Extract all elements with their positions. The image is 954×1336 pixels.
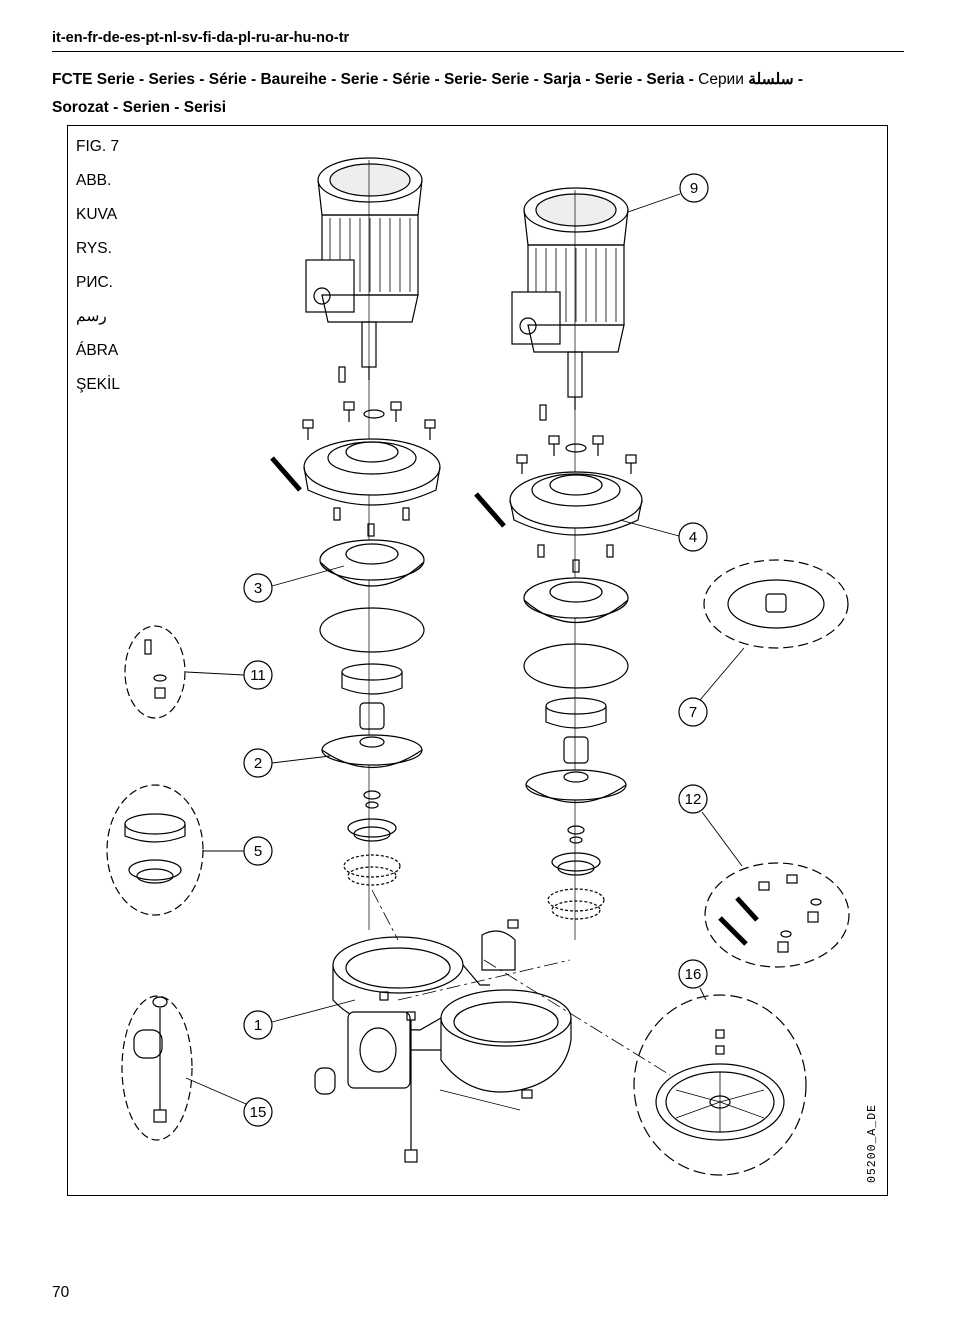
left-bolts: [302, 366, 436, 440]
callout-9-label: 9: [690, 180, 698, 197]
figure-frame: [67, 125, 888, 1196]
series-title-russian: Серии: [698, 71, 744, 88]
callout-5: [243, 836, 273, 866]
left-o-ring: [319, 607, 425, 653]
language-codes: it-en-fr-de-es-pt-nl-sv-fi-da-pl-ru-ar-h…: [52, 30, 350, 46]
detail-12-group: [704, 862, 850, 968]
callout-15: [243, 1097, 273, 1127]
fig-label-fi: KUVA: [76, 206, 118, 223]
left-seal-ring-a: [347, 818, 397, 842]
left-seal-ring-b: [343, 854, 401, 886]
fig-label-ru: РИС.: [76, 274, 113, 291]
fig-label-tr: ŞEKİL: [76, 376, 120, 393]
series-title-dash: -: [797, 71, 804, 88]
series-title: FCTE Serie - Series - Série - Baureihe -…: [52, 66, 922, 122]
left-impeller: [321, 734, 423, 768]
right-flange: [509, 471, 643, 536]
callout-7-label: 7: [689, 704, 697, 721]
pump-body-bolts: [314, 919, 533, 1163]
right-motor-assembly: [511, 187, 629, 410]
callout-3: [243, 573, 273, 603]
detail-5-group: [106, 784, 204, 916]
right-impeller: [525, 769, 627, 803]
fig-label-de: ABB.: [76, 172, 112, 189]
left-motor-assembly: [305, 157, 423, 380]
detail-15-group: [121, 995, 193, 1141]
fig-label-ar: رسم: [76, 308, 107, 325]
pump-casing: [332, 930, 572, 1111]
callout-7: [678, 697, 708, 727]
callout-16: [678, 959, 708, 989]
callout-16-label: 16: [685, 966, 702, 983]
series-title-main: FCTE Serie - Series - Série - Baureihe -…: [52, 71, 694, 88]
right-seal-cover: [523, 577, 629, 624]
left-flange: [303, 438, 441, 506]
callout-9: [679, 173, 709, 203]
fig-label-it: FIG. 7: [76, 138, 120, 155]
right-mechanical-seal: [563, 736, 589, 764]
callout-12: [678, 784, 708, 814]
series-title-arabic: سلسلة: [748, 71, 794, 88]
callout-11: [243, 660, 273, 690]
callout-3-label: 3: [254, 580, 262, 597]
callout-15-label: 15: [250, 1104, 267, 1121]
left-wear-ring: [341, 663, 403, 695]
callout-11-label: 11: [250, 667, 266, 684]
callout-4: [678, 522, 708, 552]
right-seal-ring-a: [551, 852, 601, 876]
callout-4-label: 4: [689, 529, 697, 546]
page-number: 70: [52, 1284, 70, 1301]
figure-labels: FIG. 7 ABB. KUVA RYS. РИС. رسم ÁBRA ŞEKİ…: [76, 137, 120, 409]
right-seal-ring-b: [547, 888, 605, 920]
detail-7-group: [703, 559, 849, 649]
left-seal-cover: [319, 539, 425, 587]
right-spacer-rod: [474, 492, 506, 528]
left-spacer-rod: [270, 456, 302, 492]
right-wear-ring: [545, 697, 607, 729]
detail-16-group: [633, 994, 807, 1176]
fig-label-pl: RYS.: [76, 240, 112, 257]
fig-label-hu: ÁBRA: [76, 342, 119, 359]
callout-12-label: 12: [685, 791, 702, 808]
callout-2: [243, 748, 273, 778]
callout-5-label: 5: [254, 843, 262, 860]
header-rule: [52, 51, 904, 52]
series-title-line2: Sorozat - Serien - Serisi: [52, 99, 226, 116]
detail-11-group: [124, 625, 186, 719]
callout-1: [243, 1010, 273, 1040]
left-mechanical-seal: [359, 702, 385, 730]
callout-1-label: 1: [254, 1017, 262, 1034]
callout-leaders: [185, 193, 745, 1105]
callouts: [243, 173, 709, 1127]
drawing-code: 05200_A_DE: [866, 1103, 879, 1183]
callout-2-label: 2: [254, 755, 262, 772]
right-o-ring: [523, 643, 629, 689]
right-bolts: [516, 404, 637, 474]
